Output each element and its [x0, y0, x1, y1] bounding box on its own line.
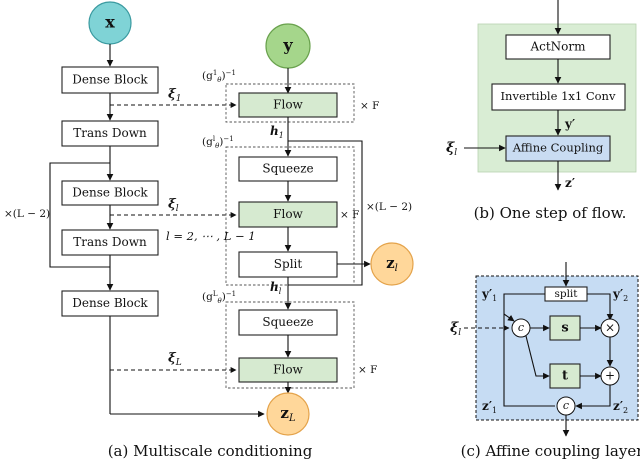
squeeze-block-l: Squeeze	[238, 156, 338, 182]
output-y-label: y	[282, 36, 293, 55]
svg-text:Flow: Flow	[273, 363, 303, 377]
y1-label: y′1	[481, 287, 497, 303]
squeeze-block-L: Squeeze	[238, 309, 338, 336]
flow-block-1: Flow	[238, 92, 338, 118]
invertible-conv-box: Invertible 1x1 Conv	[491, 83, 626, 111]
svg-text:Squeeze: Squeeze	[262, 315, 313, 329]
g1-inverse-label: (g1θ)−1	[202, 69, 236, 84]
split-box: split	[544, 286, 588, 302]
z-prime-label: z′	[565, 176, 575, 190]
h1-label: h1	[270, 124, 284, 140]
panel-multiscale: x y ×(L − 2) Dense Block Trans Down Dens…	[4, 1, 414, 460]
svg-text:t: t	[562, 369, 568, 384]
flow-block-l: Flow	[238, 201, 338, 228]
coupling-xi-label: ξl	[450, 320, 461, 338]
xi-L-label: ξL	[168, 351, 182, 368]
repeat-f-L: × F	[358, 364, 377, 376]
trans-down-1: Trans Down	[61, 120, 159, 147]
dense-block-1: Dense Block	[61, 66, 159, 94]
svg-text:Affine Coupling: Affine Coupling	[512, 141, 604, 155]
trans-down-l: Trans Down	[61, 229, 159, 256]
svg-text:Invertible 1x1 Conv: Invertible 1x1 Conv	[501, 89, 616, 103]
svg-text:Flow: Flow	[273, 98, 303, 112]
y2-label: y′2	[612, 287, 628, 303]
t-network-box: t	[549, 363, 581, 389]
dense-block-l: Dense Block	[61, 180, 159, 206]
svg-text:c: c	[518, 321, 524, 334]
hl-label: hl	[270, 280, 282, 296]
svg-text:Trans Down: Trans Down	[73, 235, 147, 249]
svg-text:Dense Block: Dense Block	[72, 296, 148, 310]
z1-label: z′1	[482, 399, 497, 415]
zL-label: zL	[280, 404, 296, 424]
xi-l-label: ξl	[168, 197, 179, 214]
y-prime-label: y′	[564, 117, 575, 131]
caption-b: (b) One step of flow.	[474, 204, 627, 222]
svg-text:Trans Down: Trans Down	[73, 126, 147, 140]
panel-affine-coupling: split y′1 y′2 ξl c s t × +	[450, 262, 640, 460]
affine-coupling-box: Affine Coupling	[505, 135, 611, 162]
flow-step-xi-label: ξl	[446, 140, 457, 158]
gL-inverse-label: (gLθ)−1	[202, 290, 236, 305]
repeat-f-l: × F	[340, 209, 359, 221]
svg-text:Squeeze: Squeeze	[262, 162, 313, 176]
dense-block-L: Dense Block	[61, 290, 159, 317]
caption-c: (c) Affine coupling layer	[461, 442, 640, 460]
zl-node	[370, 242, 414, 286]
xi-1-label: ξ1	[168, 87, 181, 104]
svg-text:s: s	[561, 321, 568, 336]
svg-text:Split: Split	[274, 257, 303, 271]
zl-label: zl	[386, 254, 398, 274]
svg-text:×: ×	[605, 321, 615, 335]
flow-block-L: Flow	[238, 357, 338, 383]
split-block-l: Split	[238, 251, 338, 278]
svg-text:c: c	[563, 399, 569, 412]
svg-text:split: split	[554, 288, 578, 300]
zL-node	[266, 392, 310, 436]
gl-inverse-label: (glθ)−1	[202, 135, 234, 150]
input-x-label: x	[105, 13, 115, 32]
actnorm-box: ActNorm	[505, 34, 611, 60]
svg-text:+: +	[605, 369, 615, 383]
svg-text:Dense Block: Dense Block	[72, 73, 148, 87]
s-network-box: s	[549, 315, 581, 341]
svg-text:Flow: Flow	[273, 207, 303, 221]
svg-text:ActNorm: ActNorm	[529, 40, 586, 54]
panel-flow-step: ActNorm Invertible 1x1 Conv y′ Affine Co…	[446, 0, 637, 222]
repeat-l2-label: ×(L − 2)	[4, 208, 50, 220]
z2-label: z′2	[613, 399, 628, 415]
repeat-f-1: × F	[360, 100, 379, 112]
svg-text:Dense Block: Dense Block	[72, 186, 148, 200]
caption-a: (a) Multiscale conditioning	[108, 442, 313, 460]
repeat-l2-right-label: ×(L − 2)	[366, 201, 412, 213]
l-range-label: l = 2, ⋯ , L − 1	[166, 229, 256, 243]
